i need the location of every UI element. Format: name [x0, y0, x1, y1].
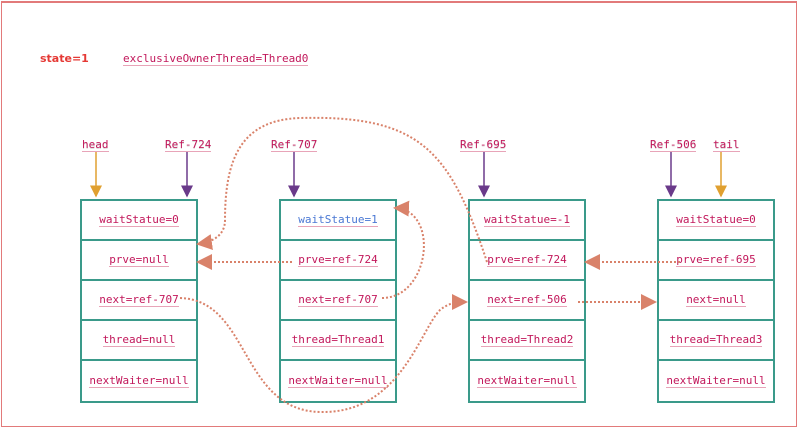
- node-field-nextwaiter: nextWaiter=null: [288, 374, 388, 388]
- node-field-waitstatus: waitStatue=0: [82, 201, 196, 241]
- state-label: state=1: [40, 52, 89, 65]
- node-field-prev: prve=ref-724: [281, 241, 395, 281]
- ref-506-label: Ref-506: [650, 138, 697, 152]
- ref-724-label: Ref-724: [165, 138, 212, 152]
- node-field-thread: thread=Thread3: [659, 321, 773, 361]
- node-field-next: next=ref-707: [82, 281, 196, 321]
- node-field-thread: thread=Thread1: [281, 321, 395, 361]
- ref-707-label: Ref-707: [271, 138, 318, 152]
- owner-thread-label: exclusiveOwnerThread=Thread0: [123, 52, 309, 66]
- link-arrow-prev-2-to-0: [196, 116, 488, 263]
- node-field-nextwaiter: nextWaiter=null: [477, 374, 577, 388]
- node-ref-724: waitStatue=0 prve=null next=ref-707 thre…: [80, 199, 198, 403]
- node-field-prev: prve=ref-724: [470, 241, 584, 281]
- node-field-waitstatus: waitStatue=0: [659, 201, 773, 241]
- node-ref-695: waitStatue=-1 prve=ref-724 next=ref-506 …: [468, 199, 586, 403]
- node-field-waitstatus: waitStatue=1: [281, 201, 395, 241]
- node-field-next: next=ref-506: [470, 281, 584, 321]
- node-field-next: next=null: [659, 281, 773, 321]
- node-field-waitstatus: waitStatue=-1: [470, 201, 584, 241]
- node-ref-506: waitStatue=0 prve=ref-695 next=null thre…: [657, 199, 775, 403]
- node-field-nextwaiter: nextWaiter=null: [666, 374, 766, 388]
- tail-label: tail: [713, 138, 740, 152]
- node-field-nextwaiter: nextWaiter=null: [89, 374, 189, 388]
- node-field-thread: thread=Thread2: [470, 321, 584, 361]
- link-arrow-next-1-self: [381, 200, 425, 299]
- node-field-prev: prve=ref-695: [659, 241, 773, 281]
- ref-695-label: Ref-695: [460, 138, 507, 152]
- node-field-thread: thread=null: [82, 321, 196, 361]
- node-field-next: next=ref-707: [281, 281, 395, 321]
- head-label: head: [82, 138, 109, 152]
- link-arrow-next-0-to-2: [179, 294, 468, 414]
- node-ref-707: waitStatue=1 prve=ref-724 next=ref-707 t…: [279, 199, 397, 403]
- node-field-prev: prve=null: [82, 241, 196, 281]
